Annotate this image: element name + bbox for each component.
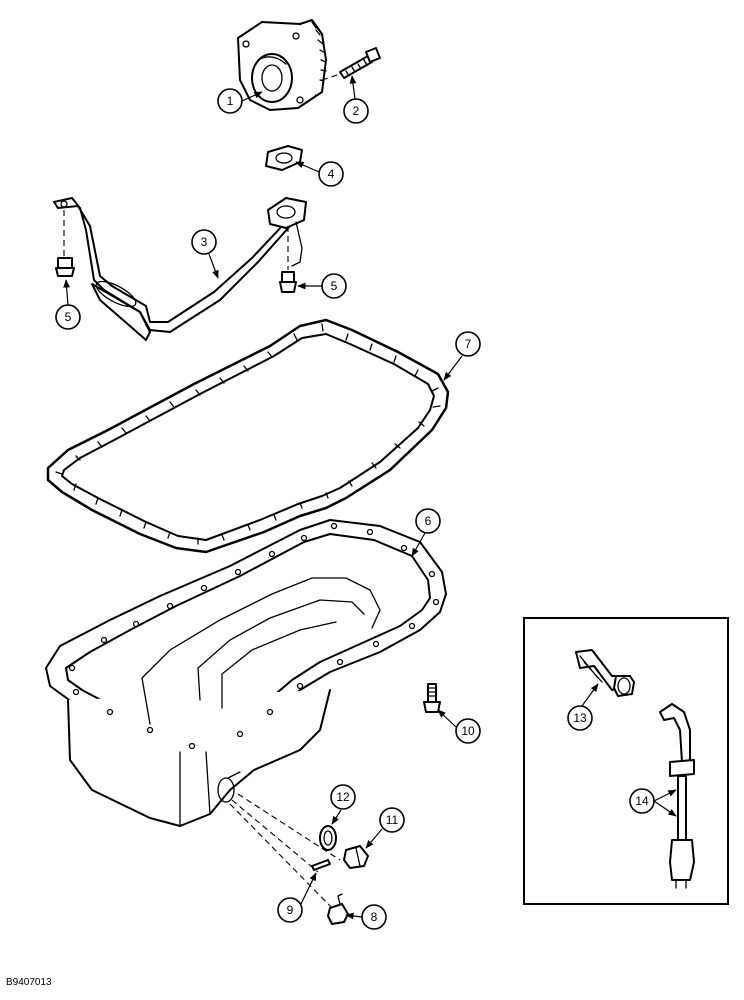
callout-8: 8 (361, 904, 387, 930)
oil-pump-drawing (237, 19, 327, 111)
callout-1: 1 (217, 88, 243, 114)
pan-bolt-drawing (423, 683, 441, 713)
callout-14: 14 (629, 788, 655, 814)
drain-plug-drawing (343, 845, 369, 869)
figure-code: B9407013 (6, 977, 52, 988)
callout-4: 4 (318, 161, 344, 187)
callout-10: 10 (455, 718, 481, 744)
pin-drawing (311, 859, 331, 871)
svg-text:5: 5 (331, 279, 338, 293)
svg-text:14: 14 (635, 794, 649, 808)
callout-7: 7 (455, 331, 481, 357)
dipstick-tube-drawing (575, 649, 635, 697)
dipstick-drawing (659, 703, 695, 889)
oil-pan-gasket-drawing (46, 318, 450, 554)
svg-text:13: 13 (573, 711, 587, 725)
svg-text:2: 2 (353, 104, 360, 118)
pump-bolt-drawing (321, 47, 381, 81)
svg-text:8: 8 (371, 910, 378, 924)
callout-13: 13 (567, 705, 593, 731)
pickup-bolt-left-drawing (55, 210, 75, 277)
callout-9: 9 (277, 897, 303, 923)
drain-path-lines (229, 793, 341, 913)
svg-text:12: 12 (336, 790, 350, 804)
oil-pickup-tube-drawing (53, 197, 307, 341)
gasket-small-drawing (265, 145, 303, 171)
svg-text:9: 9 (287, 903, 294, 917)
callout-12: 12 (330, 784, 356, 810)
svg-text:1: 1 (227, 94, 234, 108)
pickup-bolt-right-drawing (279, 226, 297, 293)
callout-3: 3 (191, 229, 217, 255)
callout-6: 6 (415, 508, 441, 534)
svg-text:11: 11 (386, 813, 399, 827)
svg-text:6: 6 (425, 514, 432, 528)
svg-text:5: 5 (65, 310, 72, 324)
svg-text:7: 7 (465, 337, 472, 351)
callout-5-right: 5 (321, 273, 347, 299)
washer-drawing (319, 825, 337, 851)
svg-text:10: 10 (461, 724, 475, 738)
callout-2: 2 (343, 98, 369, 124)
callout-11: 11 (379, 807, 405, 833)
oil-pan-drawing (45, 519, 447, 827)
sender-drawing (327, 893, 349, 925)
inset-frame (523, 617, 729, 905)
svg-text:3: 3 (201, 235, 208, 249)
svg-text:4: 4 (328, 167, 335, 181)
callout-5-left: 5 (55, 304, 81, 330)
